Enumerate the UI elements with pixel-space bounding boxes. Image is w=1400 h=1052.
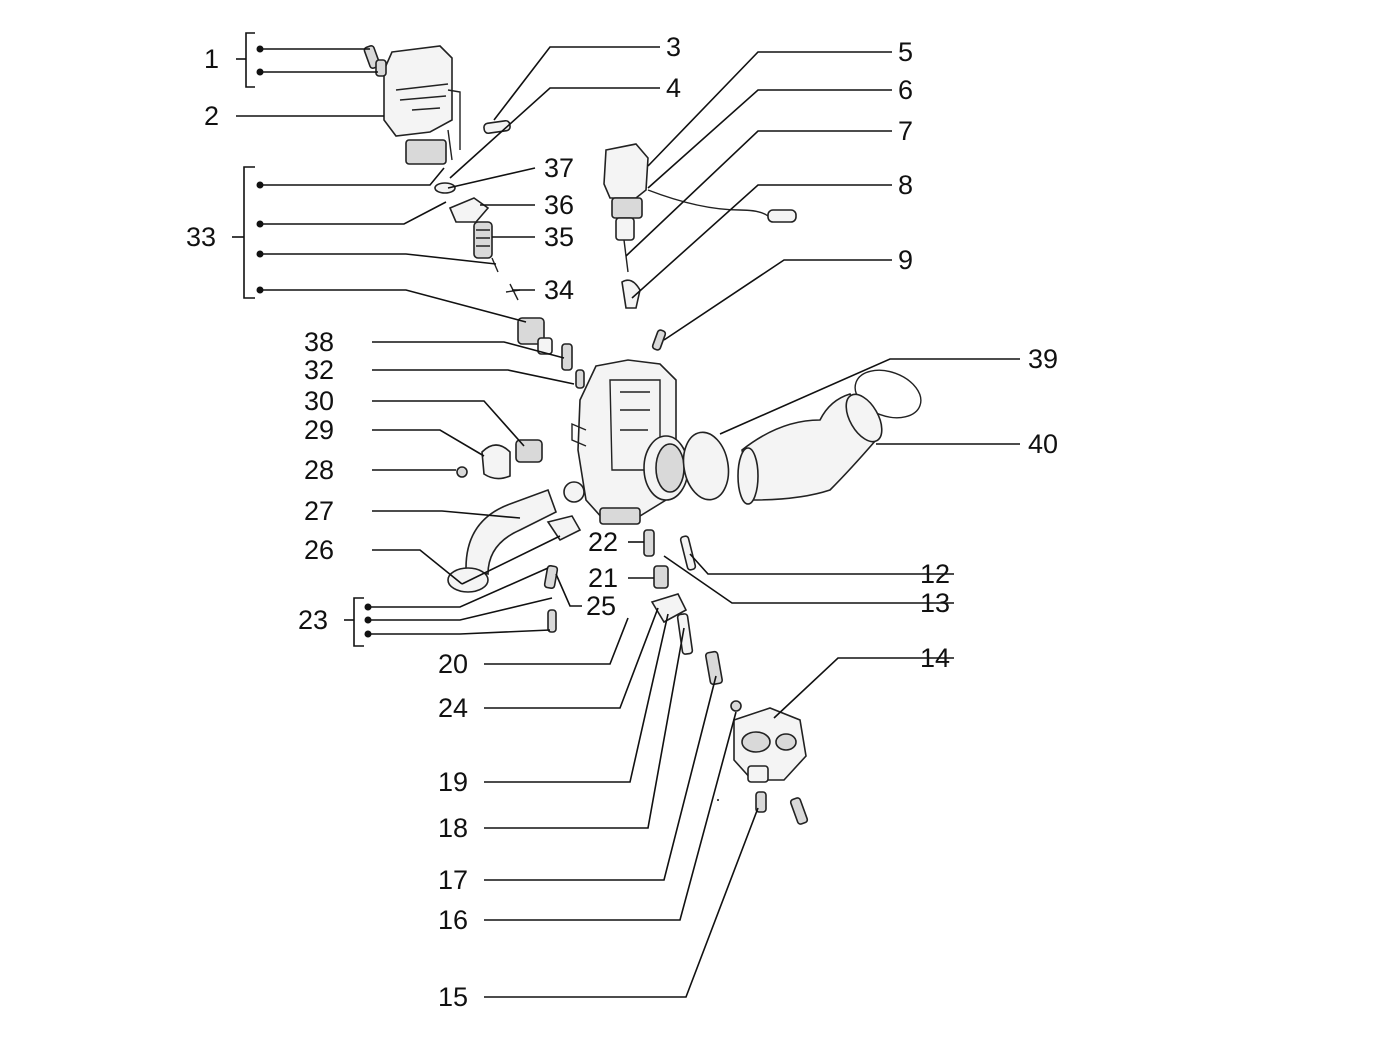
part-elbow-hose: [447, 481, 585, 593]
part-screws-top: [363, 44, 387, 77]
callout-6: 6: [898, 75, 913, 105]
callout-23: 23: [298, 605, 328, 635]
part-drain-plug: [789, 797, 809, 825]
callout-2: 2: [204, 101, 219, 131]
callout-22: 22: [588, 527, 618, 557]
callout-19: 19: [438, 767, 468, 797]
callout-18: 18: [438, 813, 468, 843]
callout-37: 37: [544, 153, 574, 183]
part-idle-assembly: [456, 439, 543, 480]
callout-33: 33: [186, 222, 216, 252]
bracket-dots: [256, 45, 372, 638]
callout-17: 17: [438, 865, 468, 895]
part-intake-elbow: [737, 393, 883, 505]
callout-25: 25: [586, 591, 616, 621]
part-screw-25: [543, 564, 559, 590]
callout-12: 12: [920, 559, 950, 589]
part-screw-23: [547, 609, 557, 633]
part-carburetor-body: [571, 359, 689, 525]
callout-3: 3: [666, 32, 681, 62]
callout-39: 39: [1028, 344, 1058, 374]
callout-35: 35: [544, 222, 574, 252]
callout-4: 4: [666, 73, 681, 103]
part-top-cover: [383, 45, 461, 165]
callout-20: 20: [438, 649, 468, 679]
part-emulsion-tube: [676, 613, 742, 712]
callout-5: 5: [898, 37, 913, 67]
part-drain-screw: [755, 791, 767, 813]
part-screw-38: [561, 343, 573, 371]
callout-29: 29: [304, 415, 334, 445]
callout-34: 34: [544, 275, 574, 305]
part-jets: [643, 529, 697, 624]
part-clamp: [682, 369, 922, 501]
callout-1: 1: [204, 44, 219, 74]
part-screw-9: [651, 329, 667, 351]
part-needle-assembly: [434, 182, 553, 355]
callout-40: 40: [1028, 429, 1058, 459]
callout-7: 7: [898, 116, 913, 146]
callout-8: 8: [898, 170, 913, 200]
callout-30: 30: [304, 386, 334, 416]
part-screw-32: [575, 369, 585, 389]
callout-36: 36: [544, 190, 574, 220]
callout-13: 13: [920, 588, 950, 618]
callout-26: 26: [304, 535, 334, 565]
part-float-bowl: [733, 707, 807, 783]
callout-16: 16: [438, 905, 468, 935]
callout-38: 38: [304, 327, 334, 357]
callout-labels: 1 2 3 4 33 37 36 35 34 5 6 7 8 9 38 32 3…: [186, 32, 1058, 1012]
callout-9: 9: [898, 245, 913, 275]
callout-27: 27: [304, 496, 334, 526]
leader-lines: [232, 32, 1020, 998]
callout-15: 15: [438, 982, 468, 1012]
parts-artwork: [363, 44, 922, 825]
part-actuator: [603, 143, 797, 309]
callout-14: 14: [920, 643, 950, 673]
callout-21: 21: [588, 563, 618, 593]
callout-24: 24: [438, 693, 468, 723]
callout-28: 28: [304, 455, 334, 485]
callout-32: 32: [304, 355, 334, 385]
